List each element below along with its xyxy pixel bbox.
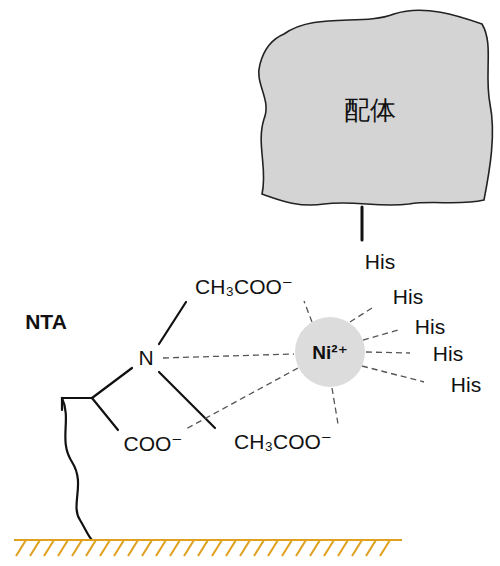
molecule-name: NTA xyxy=(25,310,67,333)
node-text: 配体 xyxy=(344,93,396,128)
coordination-bonds xyxy=(163,301,424,430)
histidine-tag: His xyxy=(415,315,445,338)
histidine-tag: His xyxy=(433,342,463,365)
surface-hatching xyxy=(14,540,402,556)
histidine-tag: His xyxy=(393,285,423,308)
ligand-blob: 配体 xyxy=(244,4,496,208)
histidine-tag: His xyxy=(451,373,481,396)
carboxyl-group: COO⁻ xyxy=(124,432,183,455)
carboxymethyl-group: CH₃COO⁻ xyxy=(234,430,332,453)
carboxymethyl-group: CH₃COO⁻ xyxy=(195,275,293,298)
node-text: Ni²⁺ xyxy=(312,341,347,364)
nickel-ion: Ni²⁺ xyxy=(294,316,366,388)
nitrogen-atom: N xyxy=(138,346,153,369)
histidine-tag: His xyxy=(365,250,395,273)
